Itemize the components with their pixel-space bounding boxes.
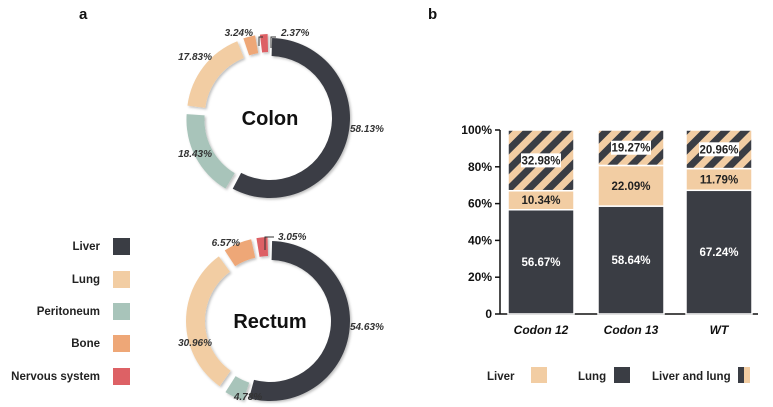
donut-pct-label: 4.78%: [233, 392, 262, 403]
donut-slice-lung: [187, 41, 244, 108]
panel-letter-b: b: [428, 6, 437, 23]
donut-leader-line: [264, 236, 274, 250]
legend-a-swatch-lung: [113, 271, 130, 288]
legend-b-liver-and-lung-label: Liver and lung: [652, 371, 731, 383]
bar-label-background: [699, 142, 739, 157]
donut-chart-colon: Colon 58.13% 18.43% 17.83% 3.24% 2.37%: [178, 28, 384, 199]
donut-slice-peritoneum: [186, 114, 235, 189]
donut-leader-line: [258, 36, 263, 46]
donut-pct-label: 18.43%: [178, 149, 212, 160]
legend-a-label-lung: Lung: [72, 274, 100, 286]
bar-segment-liver: [597, 205, 665, 315]
bar-value-label: 11.79%: [700, 174, 738, 186]
legend-a-label-liver: Liver: [73, 241, 101, 253]
donut-slice-liver: [232, 38, 350, 199]
legend-b-lung-swatch: [614, 367, 630, 383]
donut-leader-line: [270, 36, 276, 48]
bar-value-label: 22.09%: [611, 181, 650, 193]
donut-pct-label: 6.57%: [212, 238, 240, 249]
donut-pct-label: 58.13%: [350, 124, 384, 135]
stacked-bar-chart: 0 20% 40% 60% 80% 100% 56.67% 10.34% 32.98% Codon…: [461, 123, 758, 337]
x-category-label: Codon 13: [604, 323, 659, 337]
donut-chart-rectum: Rectum 54.63% 4.78% 30.96% 6.57% 3.05%: [178, 232, 384, 403]
bar-segment-lung: [597, 164, 665, 207]
legend-a-swatch-nervous-system: [113, 368, 130, 385]
donut-pct-label: 3.24%: [225, 28, 253, 39]
legend-a-label-nervous-system: Nervous system: [11, 371, 100, 383]
x-category-label: WT: [710, 323, 730, 337]
bar-value-label: 19.27%: [611, 143, 650, 155]
donut-slice-nervous-system: [259, 34, 269, 53]
y-tick-label: 40%: [468, 233, 492, 247]
bar-label-background: [521, 153, 561, 168]
bar-value-label: 20.96%: [699, 144, 738, 156]
bar-segment-liver: [507, 208, 575, 315]
donut-pct-label: 30.96%: [178, 338, 212, 349]
legend-a-swatch-bone: [113, 335, 130, 352]
bar-value-label: 67.24%: [699, 247, 738, 259]
legend-b-liver-and-lung-swatch: [738, 367, 750, 383]
donut-slice-bone: [224, 239, 256, 267]
y-tick-label: 20%: [468, 270, 492, 284]
bar-value-label: 10.34%: [521, 195, 560, 207]
donut-slice-liver: [249, 241, 351, 401]
donut-slice-nervous-system: [256, 237, 269, 257]
bar-value-label: 56.67%: [521, 257, 560, 269]
y-tick-label: 60%: [468, 197, 492, 211]
bar-label-background: [611, 140, 651, 155]
legend-a-label-peritoneum: Peritoneum: [37, 306, 100, 318]
donut-pct-label: 17.83%: [178, 52, 212, 63]
legend-b-liver-swatch: [531, 367, 547, 383]
legend-b-lung-label: Lung: [578, 371, 606, 383]
y-tick-label: 0: [485, 307, 492, 321]
donut-pct-label: 54.63%: [350, 322, 384, 333]
donut-center-label: Colon: [242, 108, 299, 130]
legend-b-liver-label: Liver: [487, 371, 515, 383]
y-tick-label: 100%: [461, 123, 492, 137]
legend-a-swatch-liver: [113, 238, 130, 255]
panel-letter-a: a: [79, 6, 88, 23]
donut-pct-label: 2.37%: [280, 28, 309, 39]
legend-a-swatch-peritoneum: [113, 303, 130, 320]
bar-value-label: 58.64%: [611, 255, 650, 267]
donut-center-label: Rectum: [233, 311, 306, 333]
donut-slice-lung: [186, 256, 231, 387]
donut-slice-peritoneum: [225, 376, 250, 401]
legend-panel-b: Liver Lung Liver and lung: [487, 367, 750, 383]
donut-slice-bone: [243, 35, 259, 56]
bar-value-label: 32.98%: [521, 155, 560, 167]
y-tick-label: 80%: [468, 160, 492, 174]
legend-a-label-bone: Bone: [71, 338, 100, 350]
x-category-label: Codon 12: [514, 323, 569, 337]
donut-pct-label: 3.05%: [278, 232, 306, 243]
